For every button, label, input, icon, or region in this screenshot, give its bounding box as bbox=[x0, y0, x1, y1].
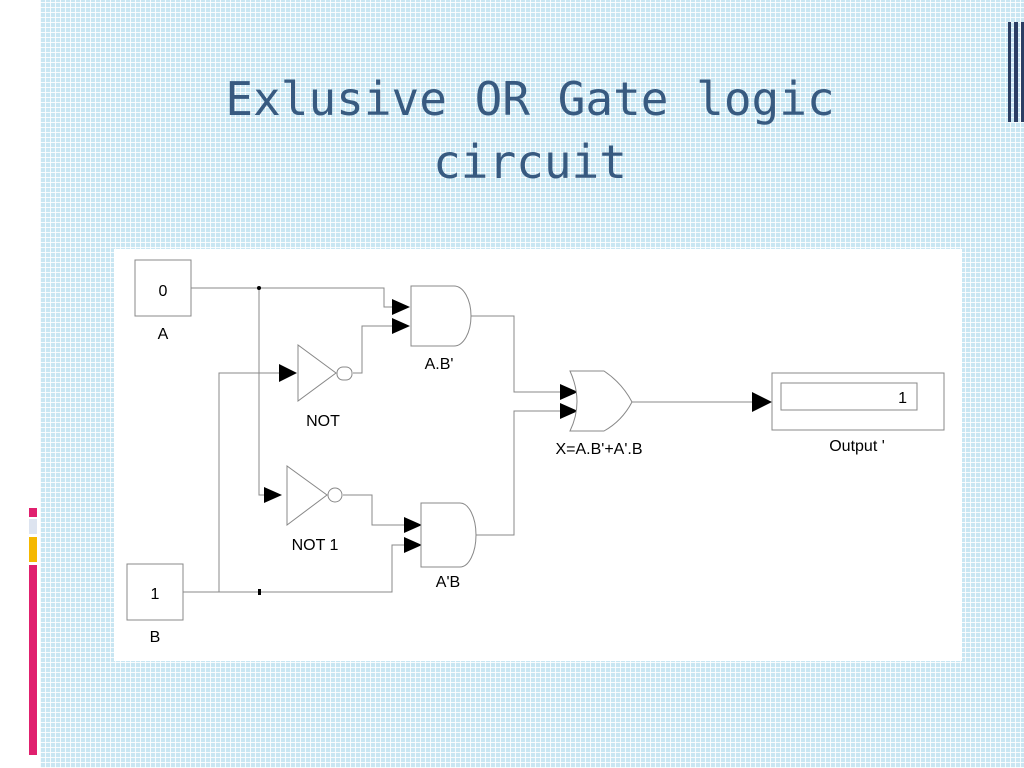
output-value: 1 bbox=[898, 390, 907, 407]
not-gate-1 bbox=[297, 344, 337, 402]
not-gate-1-bubble bbox=[336, 366, 353, 381]
and-gate-2-label: A'B bbox=[436, 574, 460, 591]
and-gate-2 bbox=[420, 502, 477, 568]
accent-bar-pink bbox=[29, 565, 37, 755]
input-a-block bbox=[134, 259, 192, 317]
port-arrows bbox=[264, 299, 772, 553]
or-gate bbox=[569, 370, 633, 432]
not-gate-2-label: NOT 1 bbox=[292, 537, 339, 554]
accent-bar-pink-small bbox=[29, 508, 37, 517]
input-b-value: 1 bbox=[151, 586, 160, 603]
input-b-label: B bbox=[150, 629, 161, 646]
accent-bar-light bbox=[29, 519, 37, 534]
corner-decoration bbox=[1008, 22, 1024, 122]
circuit-diagram-panel: 0 A 1 B bbox=[114, 249, 962, 661]
circuit-diagram: 0 A 1 B bbox=[126, 259, 945, 646]
slide-title: Exlusive OR Gate logic circuit bbox=[225, 72, 835, 189]
output-label: Output ' bbox=[829, 438, 885, 455]
and-gate-1 bbox=[410, 285, 472, 347]
input-b-block bbox=[126, 563, 184, 621]
or-gate-label: X=A.B'+A'.B bbox=[555, 441, 642, 458]
not-gate-1-label: NOT bbox=[306, 413, 340, 430]
not-gate-2 bbox=[286, 465, 328, 526]
junction-mark-b bbox=[258, 589, 261, 595]
not-gate-2-bubble bbox=[327, 487, 343, 503]
junction-dot-a bbox=[257, 286, 261, 290]
input-a-label: A bbox=[158, 326, 169, 343]
output-display-field bbox=[780, 382, 918, 411]
and-gate-1-label: A.B' bbox=[425, 356, 454, 373]
input-a-value: 0 bbox=[159, 283, 168, 300]
accent-bar-orange bbox=[29, 537, 37, 562]
wires bbox=[183, 287, 752, 593]
